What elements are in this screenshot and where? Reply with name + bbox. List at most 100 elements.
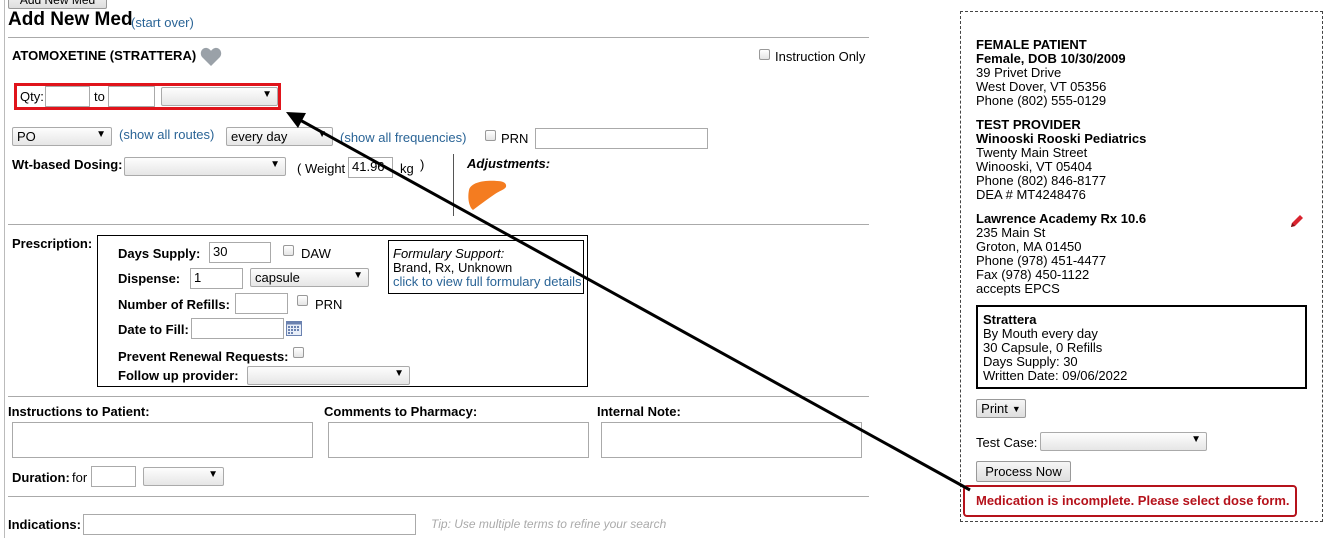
wt-based-dosing-label: Wt-based Dosing:: [12, 157, 123, 172]
summary-line1: By Mouth every day: [983, 326, 1098, 341]
qty-unit-select[interactable]: ▼: [161, 87, 278, 106]
indications-tip: Tip: Use multiple terms to refine your s…: [431, 517, 667, 531]
prevent-renewal-checkbox[interactable]: [293, 347, 304, 358]
days-supply-label: Days Supply:: [118, 246, 201, 261]
chevron-down-icon: ▼: [96, 129, 106, 140]
indications-label: Indications:: [8, 517, 81, 532]
dispense-input[interactable]: 1: [190, 268, 243, 289]
chevron-down-icon: ▼: [353, 270, 363, 281]
route-select[interactable]: PO▼: [12, 127, 112, 146]
adjustments-divider: [453, 154, 454, 216]
summary-line4: Written Date: 09/06/2022: [983, 368, 1128, 383]
error-message-box: [963, 485, 1297, 517]
patient-phone: Phone (802) 555-0129: [976, 93, 1107, 108]
prescription-box: [97, 235, 588, 387]
refills-label: Number of Refills:: [118, 297, 230, 312]
pencil-edit-icon[interactable]: [1289, 213, 1305, 229]
provider-address1: Twenty Main Street: [976, 145, 1088, 160]
divider: [8, 496, 869, 497]
comments-label: Comments to Pharmacy:: [324, 404, 478, 419]
patient-title: FEMALE PATIENT: [976, 37, 1087, 52]
indications-input[interactable]: [83, 514, 416, 535]
adjustments-label: Adjustments:: [467, 156, 551, 171]
qty-highlight-box: [14, 83, 281, 110]
pharmacy-address2: Groton, MA 01450: [976, 239, 1082, 254]
date-to-fill-input[interactable]: [191, 318, 284, 339]
duration-input[interactable]: [91, 466, 136, 487]
formulary-text: Brand, Rx, Unknown: [393, 260, 513, 275]
show-all-frequencies-link[interactable]: (show all frequencies): [340, 130, 467, 145]
daw-label: DAW: [301, 246, 331, 261]
test-case-select[interactable]: ▼: [1040, 432, 1207, 451]
weight-close-paren: ): [420, 157, 425, 172]
prn-label: PRN: [501, 131, 529, 146]
internal-note-label: Internal Note:: [597, 404, 681, 419]
formulary-details-link[interactable]: click to view full formulary details: [393, 274, 582, 289]
internal-note-textarea[interactable]: [601, 422, 862, 458]
prn-input[interactable]: [535, 128, 708, 149]
liver-icon[interactable]: [467, 180, 507, 212]
duration-for-label: for: [72, 470, 88, 485]
start-over-link[interactable]: (start over): [131, 15, 194, 30]
error-message: Medication is incomplete. Please select …: [976, 493, 1290, 508]
summary-line2: 30 Capsule, 0 Refills: [983, 340, 1103, 355]
print-button-label: Print: [981, 401, 1008, 416]
qty-to-label: to: [94, 89, 105, 104]
dispense-label: Dispense:: [118, 271, 181, 286]
instruction-only-label: Instruction Only: [775, 49, 866, 64]
pharmacy-address1: 235 Main St: [976, 225, 1046, 240]
instructions-label: Instructions to Patient:: [8, 404, 150, 419]
formulary-box: [388, 240, 584, 294]
comments-textarea[interactable]: [328, 422, 589, 458]
qty-to-input[interactable]: [108, 86, 155, 107]
chevron-down-icon: ▼: [1011, 403, 1021, 414]
refills-input[interactable]: [235, 293, 288, 314]
instruction-only-checkbox[interactable]: [759, 49, 770, 60]
patient-gender-dob: Female, DOB 10/30/2009: [976, 51, 1126, 66]
weight-unit: kg: [400, 161, 414, 176]
calendar-icon[interactable]: [286, 321, 302, 336]
process-now-button[interactable]: Process Now: [976, 461, 1071, 482]
print-button[interactable]: Print▼: [976, 399, 1026, 418]
show-all-routes-link[interactable]: (show all routes): [119, 127, 215, 142]
prn-checkbox[interactable]: [485, 130, 496, 141]
summary-line3: Days Supply: 30: [983, 354, 1078, 369]
pharmacy-title: Lawrence Academy Rx 10.6: [976, 211, 1147, 226]
add-new-med-top-button[interactable]: Add New Med: [8, 0, 107, 9]
prevent-renewal-label: Prevent Renewal Requests:: [118, 349, 289, 364]
med-name: ATOMOXETINE (STRATTERA): [12, 48, 197, 63]
patient-address2: West Dover, VT 05356: [976, 79, 1107, 94]
divider: [8, 224, 869, 225]
duration-unit-select[interactable]: ▼: [143, 467, 224, 486]
summary-med-name: Strattera: [983, 312, 1037, 327]
divider: [8, 396, 869, 397]
provider-title: TEST PROVIDER: [976, 117, 1081, 132]
wt-based-dosing-select[interactable]: ▼: [124, 157, 286, 176]
frequency-select[interactable]: every day▼: [226, 127, 333, 146]
left-panel-border: [4, 0, 5, 538]
duration-label: Duration:: [12, 470, 70, 485]
pharmacy-epcs: accepts EPCS: [976, 281, 1060, 296]
heart-favorite-icon[interactable]: [200, 47, 222, 67]
patient-address1: 39 Privet Drive: [976, 65, 1062, 80]
chevron-down-icon: ▼: [317, 129, 327, 140]
qty-from-input[interactable]: [45, 86, 90, 107]
days-supply-input[interactable]: 30: [209, 242, 271, 263]
chevron-down-icon: ▼: [1191, 434, 1201, 445]
pharmacy-phone: Phone (978) 451-4477: [976, 253, 1107, 268]
follow-up-label: Follow up provider:: [118, 368, 239, 383]
summary-box: [976, 305, 1307, 389]
formulary-title: Formulary Support:: [393, 246, 505, 261]
chevron-down-icon: ▼: [208, 469, 218, 480]
provider-phone: Phone (802) 846-8177: [976, 173, 1107, 188]
daw-checkbox[interactable]: [283, 245, 294, 256]
instructions-textarea[interactable]: [12, 422, 313, 458]
provider-practice: Winooski Rooski Pediatrics: [976, 131, 1147, 146]
dispense-unit-select[interactable]: capsule▼: [250, 268, 369, 287]
refills-prn-checkbox[interactable]: [297, 295, 308, 306]
chevron-down-icon: ▼: [394, 368, 404, 379]
follow-up-select[interactable]: ▼: [247, 366, 410, 385]
date-to-fill-label: Date to Fill:: [118, 322, 189, 337]
right-panel: [960, 11, 1323, 522]
